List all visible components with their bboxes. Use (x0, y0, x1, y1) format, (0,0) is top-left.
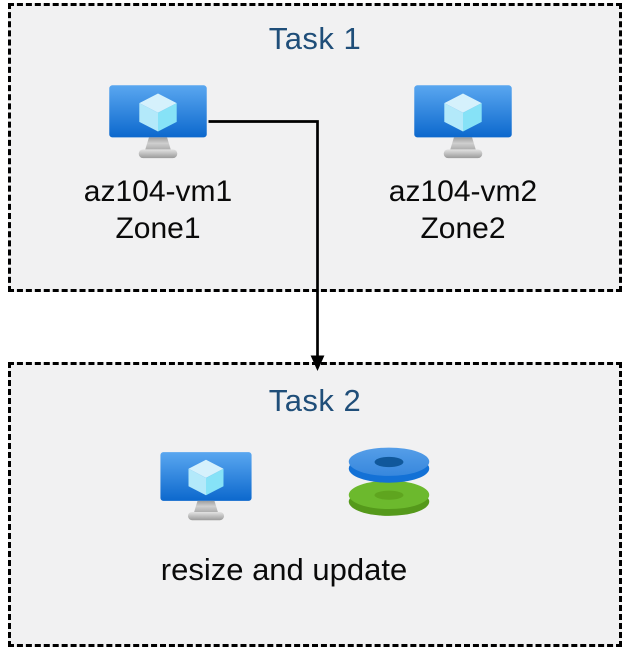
task2-caption: resize and update (160, 552, 408, 587)
vm1-zone: Zone1 (115, 212, 201, 245)
virtual-machine-icon (412, 83, 514, 159)
task2-box: Task 2 resize and update (8, 362, 622, 647)
vm2-name: az104-vm2 (388, 175, 538, 208)
virtual-machine-icon (107, 83, 209, 159)
virtual-machine-icon (158, 450, 254, 521)
task1-box: Task 1 az104-vm1 Zone1 az104-vm2 Zone2 (8, 3, 622, 292)
task2-title: Task 2 (268, 383, 362, 418)
vm2-label: az104-vm2 Zone2 (333, 173, 593, 247)
vm1-name: az104-vm1 (83, 175, 233, 208)
task1-title: Task 1 (268, 21, 362, 56)
managed-disks-icon (338, 444, 440, 518)
vm1-label: az104-vm1 Zone1 (28, 173, 288, 247)
vm2-zone: Zone2 (420, 212, 506, 245)
